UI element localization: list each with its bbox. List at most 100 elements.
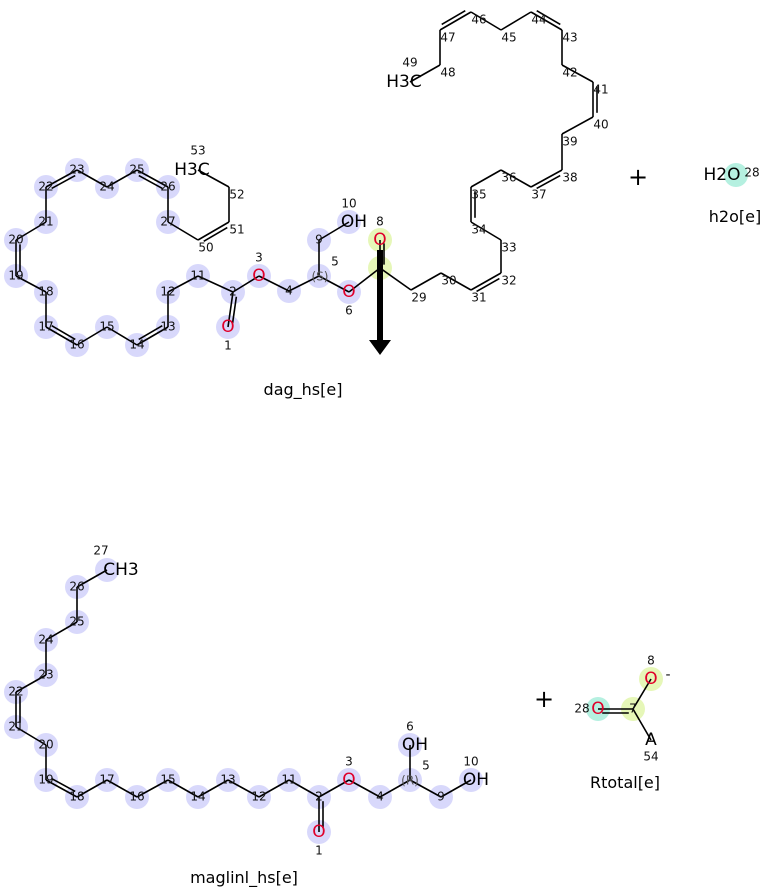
atom-number: 21 (38, 215, 53, 229)
atom-number: 17 (38, 320, 53, 334)
atom-number: 25 (69, 615, 84, 629)
atom-number: 34 (471, 223, 486, 237)
bond (379, 267, 412, 291)
atom-number: 12 (251, 790, 266, 804)
molecule-name-maglinl-hs[interactable]: maglinl_hs[e] (190, 868, 298, 887)
atom-number: 9 (315, 233, 323, 247)
atom-symbol: O (312, 822, 325, 842)
atom-number: 19 (38, 773, 53, 787)
atom-number: 47 (440, 31, 455, 45)
atom-number: 5 (331, 255, 339, 269)
atom-number: 28 (574, 702, 589, 716)
atom-number: 42 (562, 66, 577, 80)
atom-number: 11 (281, 773, 296, 787)
atom-number: 11 (190, 269, 205, 283)
bond (197, 779, 229, 798)
bond (632, 678, 652, 710)
bond (440, 272, 472, 291)
bond (76, 326, 108, 346)
atom-number: 31 (471, 291, 486, 305)
bond (106, 779, 138, 798)
atom-number: 25 (129, 163, 144, 177)
double-bond (536, 10, 561, 26)
bond (440, 779, 472, 798)
bond (15, 221, 47, 241)
atoms: O12O345O67O89OH1011121314151617181920212… (8, 13, 759, 858)
atom-number: 22 (8, 685, 23, 699)
atom-number: 19 (8, 269, 23, 283)
atom-number: 49 (402, 56, 417, 70)
double-bond (51, 174, 76, 190)
atom-number: 3 (255, 251, 263, 265)
bond (227, 291, 234, 328)
plus-sign: + (534, 685, 554, 713)
double-bond (231, 296, 238, 324)
bond (136, 169, 169, 188)
bond (136, 326, 169, 346)
atom-number: 8 (647, 654, 655, 668)
molecule-name-rtotal[interactable]: Rtotal[e] (590, 773, 660, 792)
bond (318, 779, 350, 798)
atom-number: 9 (437, 790, 445, 804)
bond (45, 779, 78, 798)
atom-number: 41 (593, 83, 608, 97)
atom-symbol: H2O (704, 165, 741, 185)
bond (288, 275, 320, 292)
bonds (15, 10, 652, 832)
double-bond (138, 174, 163, 190)
atom-number: 36 (501, 171, 516, 185)
bond (15, 726, 47, 746)
bond (76, 569, 108, 588)
atom-symbol: O (252, 266, 265, 286)
bond (76, 779, 108, 798)
atom-number: 14 (190, 790, 205, 804)
atom-number: 16 (69, 338, 84, 352)
bond (470, 169, 502, 188)
atom-symbol: O (644, 669, 657, 689)
bond (632, 708, 652, 741)
atom-number: 16 (129, 790, 144, 804)
reaction-arrow-icon (369, 250, 391, 355)
atom-number: 7 (629, 702, 637, 716)
atom-number: 30 (441, 274, 456, 288)
bond (167, 221, 199, 241)
bond (258, 779, 290, 798)
atom-number: 46 (471, 13, 486, 27)
atom-number: 54 (643, 750, 658, 764)
atom-number: 51 (229, 223, 244, 237)
molecule-name-h2o[interactable]: h2o[e] (709, 207, 761, 226)
bond (410, 272, 442, 291)
bond (470, 272, 502, 291)
bond (561, 64, 594, 83)
atom-number: 2 (315, 790, 323, 804)
atom-highlight (724, 163, 748, 187)
bond (106, 169, 138, 188)
bond (15, 275, 47, 293)
atom-symbol: O (342, 282, 355, 302)
atom-number: 33 (501, 241, 516, 255)
atom-number: 10 (463, 755, 478, 769)
atom-number: 45 (501, 31, 516, 45)
atom-number: 1 (224, 339, 232, 353)
bond (136, 779, 169, 798)
bond (232, 275, 260, 293)
atom-symbol: O (373, 230, 386, 250)
stereo-label: (S) (312, 270, 329, 284)
atom-number: 29 (411, 291, 426, 305)
atom-number: 24 (99, 180, 114, 194)
bond (15, 674, 47, 693)
double-bond (476, 277, 500, 293)
atom-number: 22 (38, 180, 53, 194)
atom-number: 39 (562, 135, 577, 149)
atom-number: 6 (406, 720, 414, 734)
bond (318, 221, 350, 241)
atom-number: 21 (8, 720, 23, 734)
double-bond (51, 325, 76, 341)
atom-number: 12 (160, 285, 175, 299)
double-bond (203, 226, 228, 242)
molecule-name-dag-hs[interactable]: dag_hs[e] (264, 380, 343, 400)
atom-symbol: CH3 (103, 560, 138, 580)
bond (470, 11, 502, 31)
atom-number: 8 (376, 215, 384, 229)
atom-symbol: H3C (174, 160, 209, 180)
